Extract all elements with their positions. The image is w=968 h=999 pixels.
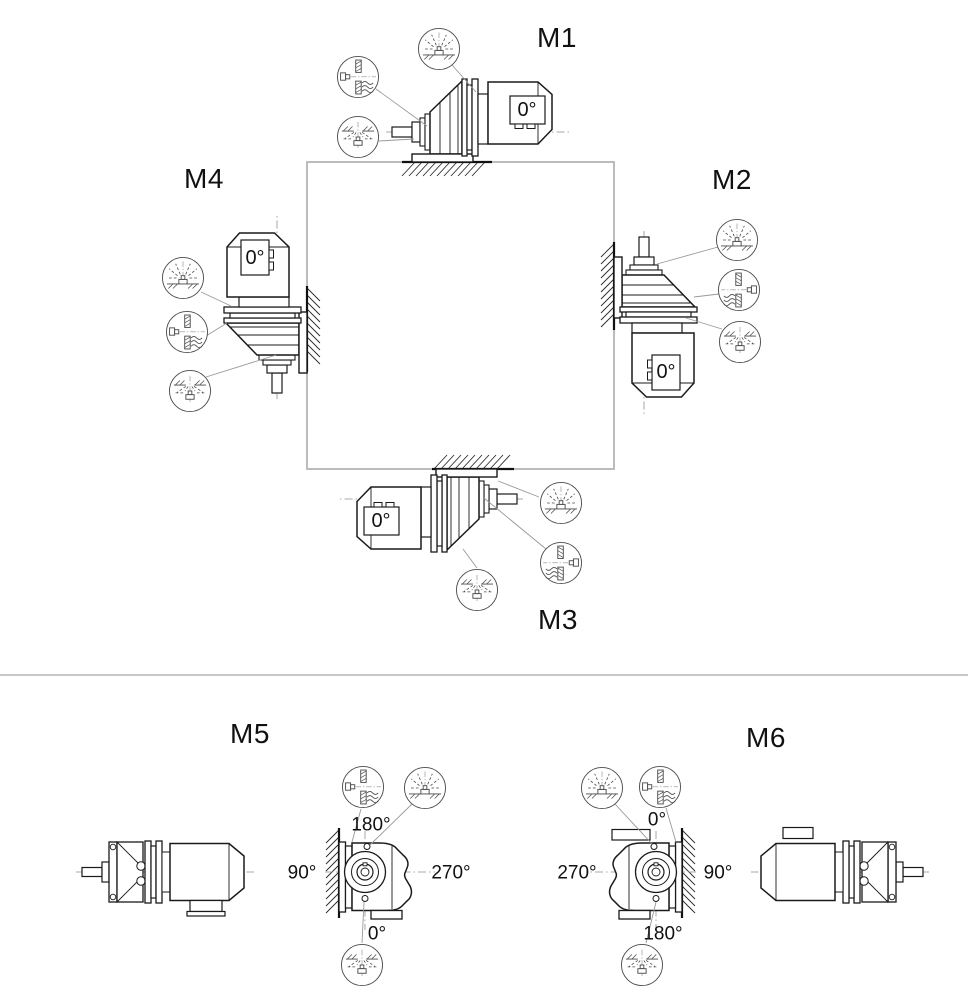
vent-below-icon — [621, 944, 663, 986]
vent-below-icon — [719, 321, 761, 363]
vent-below-icon — [341, 944, 383, 986]
vent-below-icon — [169, 370, 211, 412]
vent-side-icon — [166, 311, 208, 353]
mounting-frame — [306, 161, 615, 470]
m6-assembly — [581, 766, 930, 986]
vent-above-icon — [404, 767, 446, 809]
leader-lines — [351, 803, 413, 944]
leader-lines — [200, 291, 277, 378]
m4-assembly — [162, 214, 321, 412]
floor-hatching — [401, 161, 486, 177]
vent-side-icon — [639, 766, 681, 808]
m3-motor-plate-label: 0° — [371, 510, 391, 532]
m5-gearmotor-side-view — [75, 840, 255, 917]
m6-angle-left: 270° — [557, 862, 597, 884]
vent-side-icon — [540, 542, 582, 584]
m5-gearbox-front-view — [324, 830, 436, 931]
m3-label: M3 — [538, 604, 578, 635]
m6-angle-right: 90° — [703, 862, 733, 884]
wall-hatching — [681, 829, 696, 914]
m6-angle-top: 0° — [647, 809, 667, 831]
m1-assembly — [337, 28, 571, 177]
leader-lines — [614, 803, 677, 944]
vent-below-icon — [456, 569, 498, 611]
leader-lines — [656, 246, 723, 330]
m6-gearbox-front-view — [585, 828, 697, 931]
vent-side-icon — [337, 56, 379, 98]
m5-angle-right: 270° — [431, 862, 471, 884]
m5-label: M5 — [230, 718, 270, 749]
m2-label: M2 — [712, 164, 752, 195]
m2-motor-plate-label: 0° — [656, 361, 676, 383]
m5-assembly — [75, 766, 446, 986]
wall-hatching — [325, 829, 340, 914]
m2-assembly — [600, 219, 761, 416]
vent-above-icon — [716, 219, 758, 261]
m6-angle-bottom: 180° — [643, 923, 683, 945]
m5-angle-bottom: 0° — [367, 923, 387, 945]
m3-gearmotor-drawing — [338, 468, 524, 553]
m1-motor-plate-label: 0° — [517, 99, 537, 121]
vent-side-icon — [342, 766, 384, 808]
vent-side-icon — [718, 269, 760, 311]
vent-above-icon — [581, 767, 623, 809]
m5-angle-top: 180° — [351, 814, 391, 836]
leader-lines — [375, 64, 477, 142]
m1-gearmotor-drawing — [385, 78, 571, 163]
vent-above-icon — [162, 257, 204, 299]
m5-angle-left: 90° — [287, 862, 317, 884]
m4-label: M4 — [184, 163, 224, 194]
m2-gearmotor-drawing — [613, 230, 698, 416]
m1-label: M1 — [537, 22, 577, 53]
m3-assembly — [338, 454, 582, 611]
m4-gearmotor-drawing — [223, 214, 308, 400]
m4-motor-plate-label: 0° — [245, 247, 265, 269]
leader-lines — [462, 480, 547, 569]
vent-below-icon — [337, 116, 379, 158]
m6-label: M6 — [746, 722, 786, 753]
m6-gearmotor-side-view — [750, 826, 930, 904]
vent-above-icon — [540, 482, 582, 524]
vent-above-icon — [418, 28, 460, 70]
wall-hatching — [600, 243, 615, 328]
ceiling-hatching — [433, 454, 511, 470]
wall-hatching — [306, 287, 321, 365]
